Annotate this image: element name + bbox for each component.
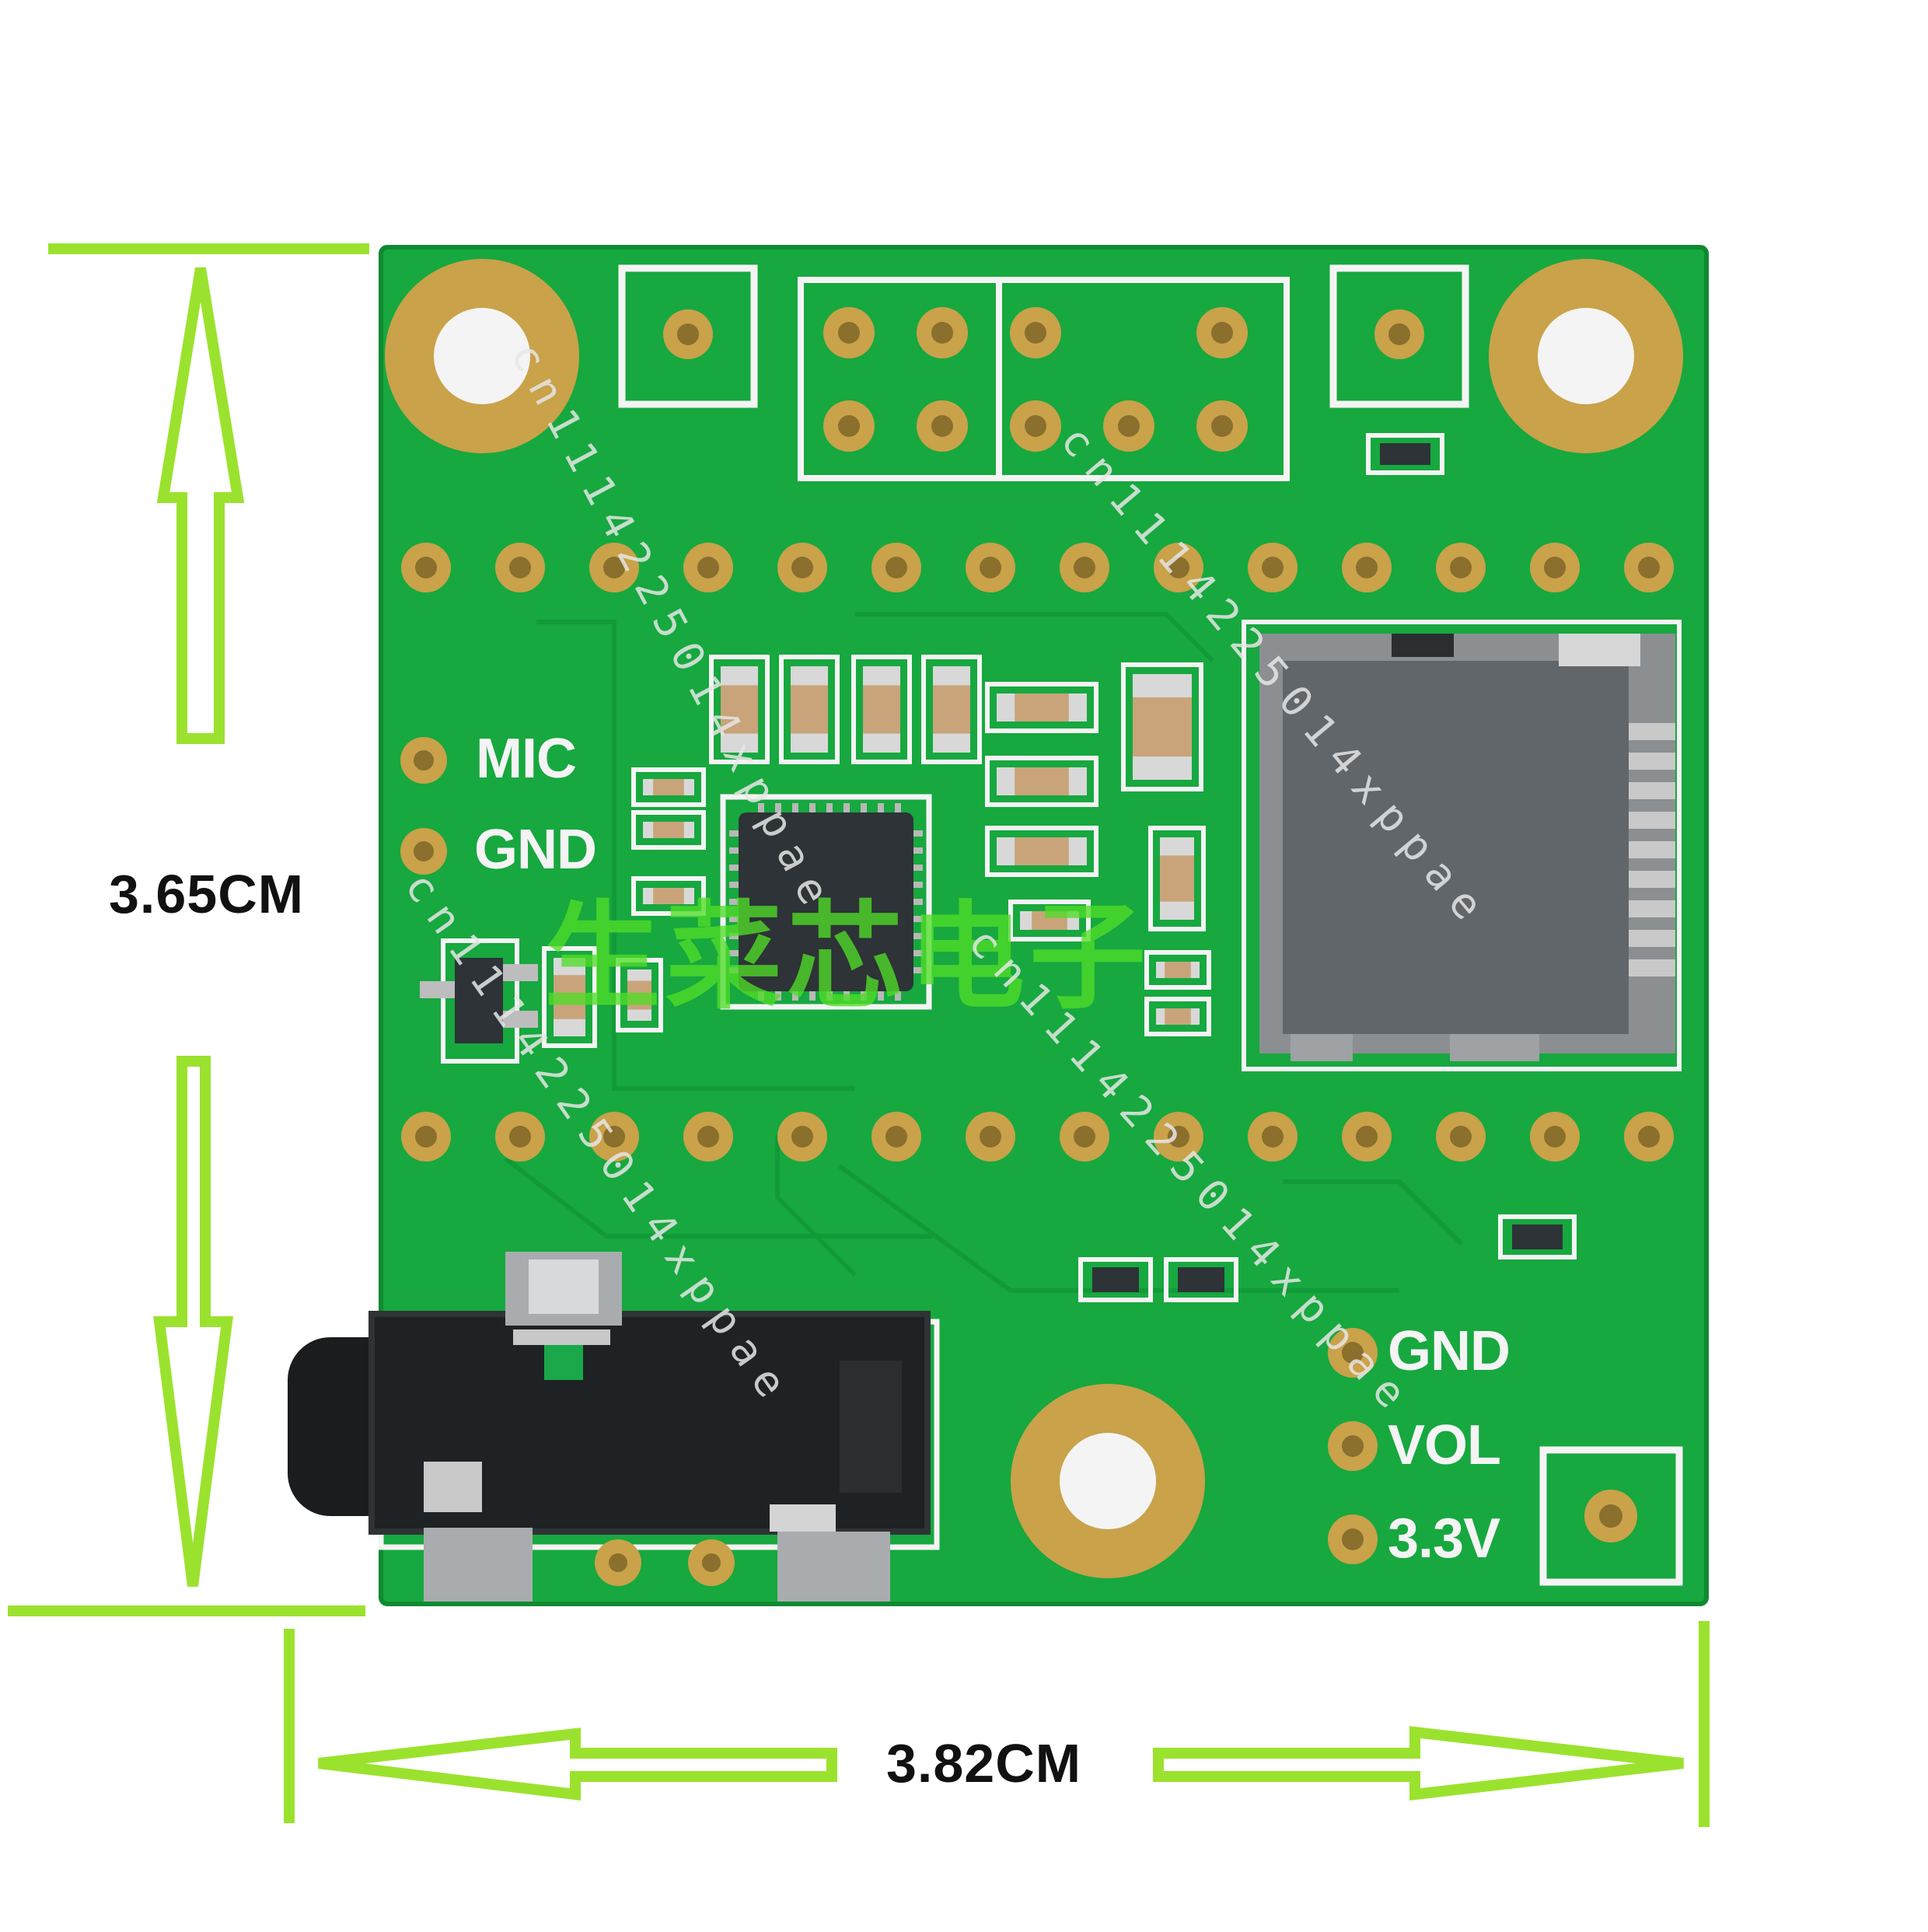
microsd-card-slot xyxy=(1242,620,1682,1071)
silk-vol: VOL xyxy=(1388,1414,1501,1476)
bottom-smd xyxy=(1078,433,1577,1302)
smd-components xyxy=(542,655,1211,1048)
top-header-block xyxy=(798,277,1290,481)
silk-mic: MIC xyxy=(476,728,577,790)
smd-footprint xyxy=(631,876,706,916)
smd-footprint xyxy=(709,655,770,764)
mic-gnd-pads xyxy=(400,737,447,875)
audio-chip xyxy=(720,794,932,1010)
smd-footprint xyxy=(985,756,1098,807)
smd-footprint xyxy=(851,655,912,764)
smd-footprint xyxy=(985,682,1098,733)
smd-footprint xyxy=(616,958,663,1032)
jack-pads xyxy=(595,1539,735,1586)
smd-footprint xyxy=(985,826,1098,877)
transistor xyxy=(420,938,538,1064)
silk-gnd-right: GND xyxy=(1388,1320,1511,1382)
smd-footprint xyxy=(542,946,597,1048)
brand-watermark: 生菜芯电子 xyxy=(544,890,1151,1025)
smd-footprint xyxy=(921,655,982,764)
width-arrow-left xyxy=(318,1728,837,1801)
mounting-holes xyxy=(385,259,1683,1578)
silk-gnd-left: GND xyxy=(474,819,597,881)
smd-footprint xyxy=(1008,900,1091,942)
smd-footprint xyxy=(779,655,840,764)
height-arrow-up xyxy=(156,267,245,744)
power-square-pad xyxy=(1539,1446,1683,1586)
smd-footprint xyxy=(1144,997,1211,1036)
pcb-traces xyxy=(504,612,1464,1293)
smd-footprint xyxy=(631,767,706,807)
width-arrow-right xyxy=(1153,1726,1684,1801)
audio-jack xyxy=(288,1252,940,1602)
header-pins xyxy=(823,307,1248,452)
top-square-pads xyxy=(618,264,1469,408)
power-pads xyxy=(1328,1328,1378,1564)
height-arrow-down xyxy=(153,1056,233,1587)
smd-footprint xyxy=(1121,662,1203,791)
smd-footprint xyxy=(631,810,706,850)
dimension-arrows xyxy=(8,243,1710,1827)
width-dimension-label: 3.82CM xyxy=(886,1733,1082,1794)
smd-footprint xyxy=(1148,826,1206,931)
pin-header-rows xyxy=(401,543,1674,1162)
height-dimension-label: 3.65CM xyxy=(109,864,305,924)
smd-footprint xyxy=(1144,950,1211,990)
silk-3v3: 3.3V xyxy=(1388,1508,1500,1570)
